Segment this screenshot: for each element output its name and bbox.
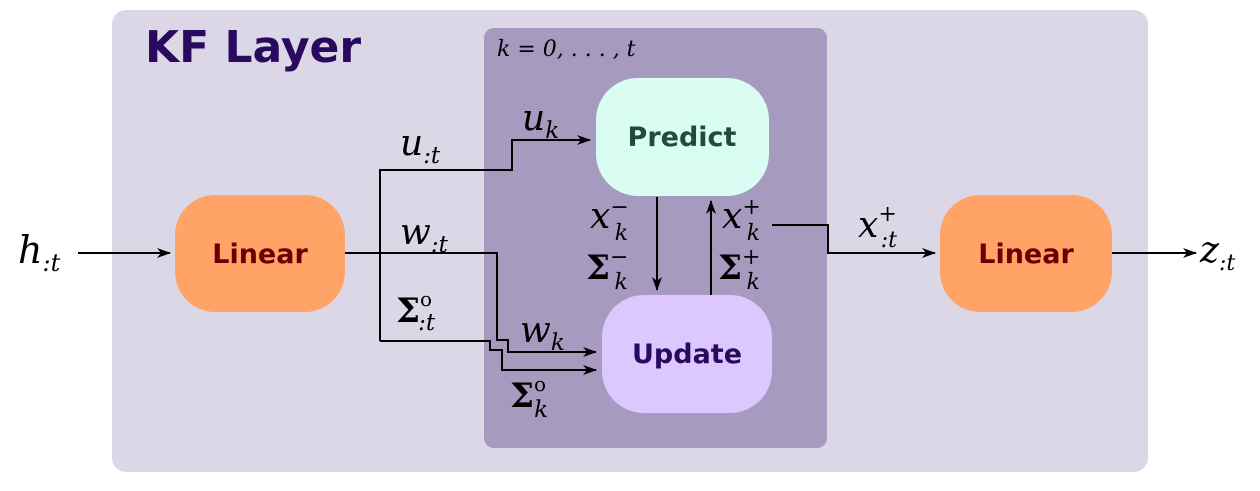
w-all-label: w:t (400, 212, 449, 258)
sigma-wire (380, 340, 597, 375)
x-minus-label: x−k (590, 195, 629, 246)
u-k-label: uk (522, 98, 559, 144)
sigma-plus-label: Σ+k (718, 245, 760, 295)
input-label: h:t (18, 228, 61, 277)
u-wire (379, 135, 591, 341)
sigma-minus-label: Σ−k (586, 245, 628, 295)
update-box (602, 295, 772, 413)
layer-title: KF Layer (145, 22, 361, 73)
linear-out-label: Linear (978, 239, 1074, 270)
linear-in-label: Linear (212, 239, 308, 270)
u-all-label: u:t (400, 123, 441, 169)
predict-box (596, 78, 769, 196)
linear-out-box (940, 195, 1112, 312)
linear-in-box (175, 195, 345, 312)
update-label: Update (632, 339, 742, 370)
predict-label: Predict (628, 122, 737, 153)
sigma-all-label: Σo:t (396, 287, 436, 336)
x-plus-all-label: x+:t (858, 202, 897, 253)
w-k-label: wk (520, 310, 565, 356)
loop-label: k = 0, . . . , t (497, 37, 636, 62)
x-plus-wire (772, 224, 936, 258)
x-plus-label: x+k (722, 195, 761, 246)
w-wire (380, 252, 597, 357)
output-label: z:t (1199, 230, 1235, 276)
